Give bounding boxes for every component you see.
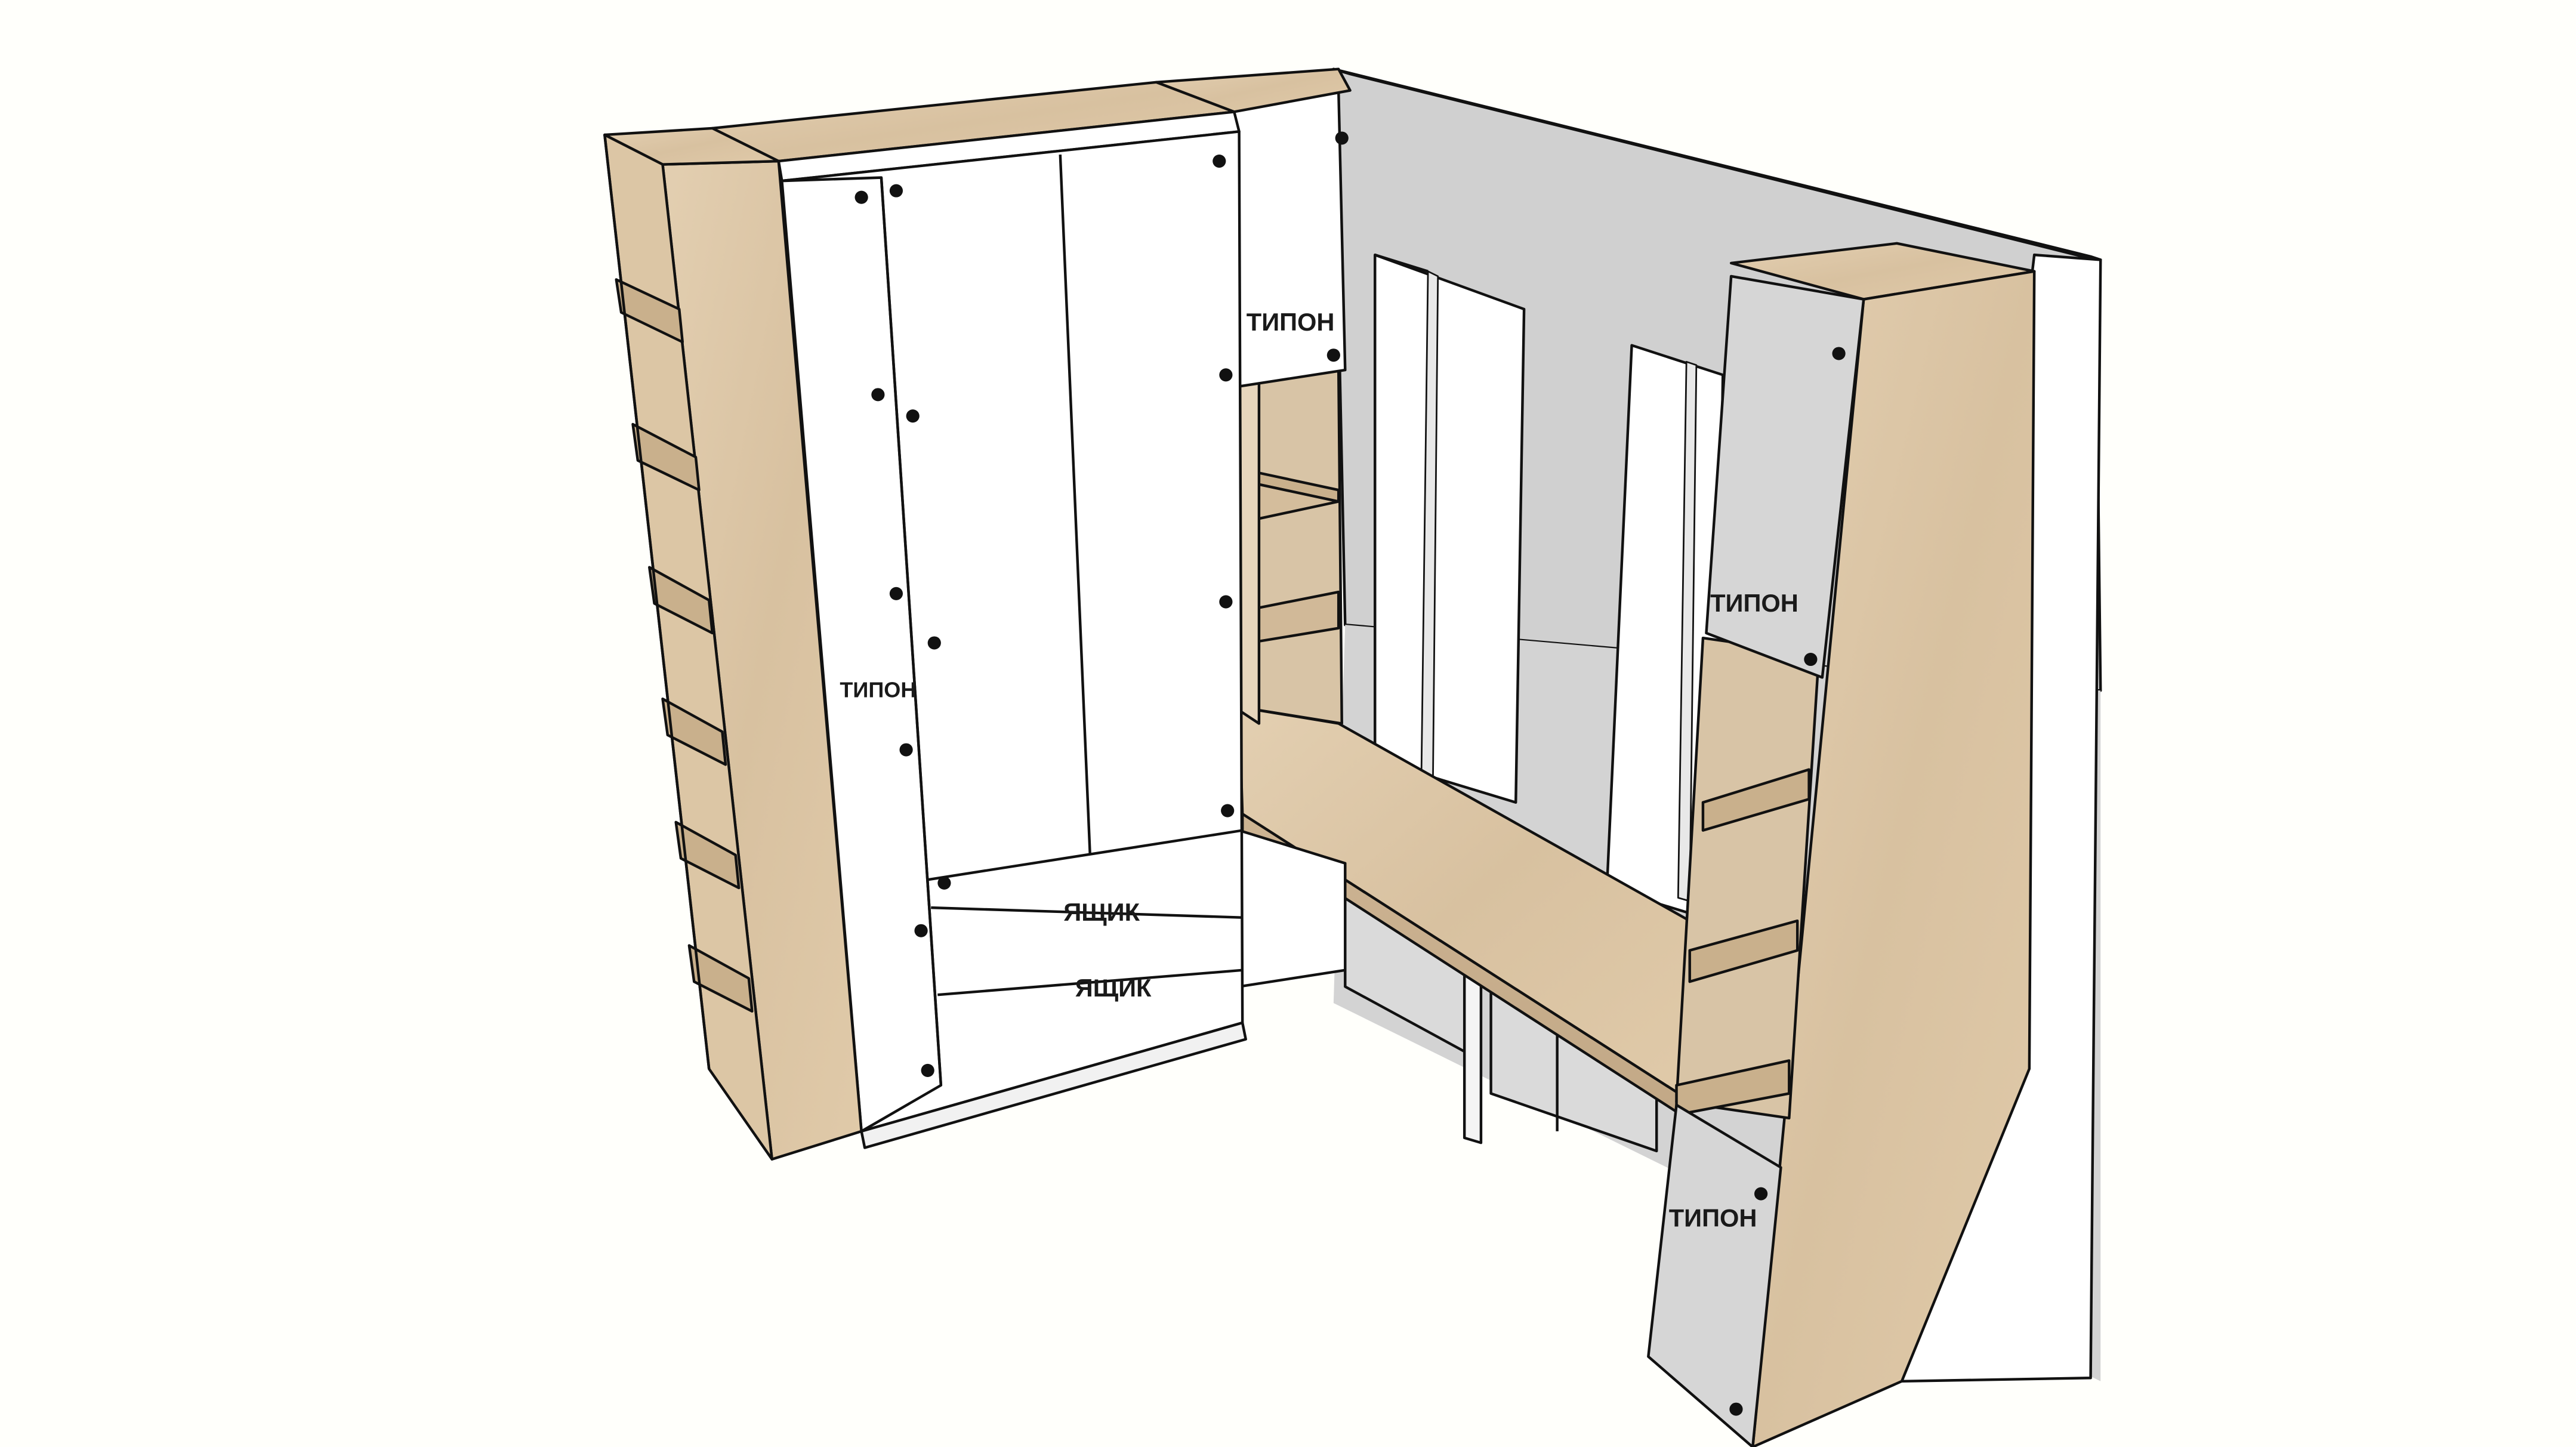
left-bookshelf xyxy=(603,133,773,1161)
label-top-cabinet: ТИПОН xyxy=(1247,308,1335,336)
label-right-upper-door: ТИПОН xyxy=(1710,589,1798,617)
window-left xyxy=(1374,253,1526,804)
top-cabinet xyxy=(1155,67,1352,388)
label-wardrobe-door: ТИПОН xyxy=(840,678,916,702)
right-tall-unit xyxy=(1647,242,2036,1447)
wardrobe xyxy=(711,81,1247,1149)
handles xyxy=(854,131,1846,1416)
label-drawer-top: ЯЩИК xyxy=(1063,898,1140,926)
label-right-lower-door: ТИПОН xyxy=(1669,1204,1757,1232)
label-drawer-bottom: ЯЩИК xyxy=(1075,974,1152,1002)
middle-shelf-unit xyxy=(1238,368,1347,988)
